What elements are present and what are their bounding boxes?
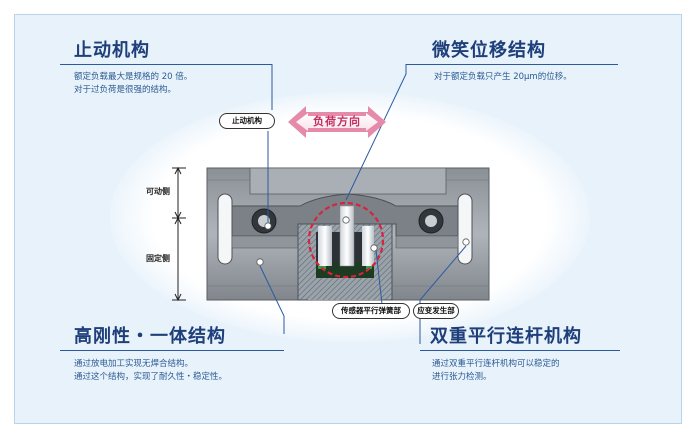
- stop-mechanism-title: 止动机构: [74, 40, 150, 61]
- leader-dots: [256, 216, 470, 266]
- rigidity-rule: [60, 350, 284, 351]
- stop-mechanism-tag: 止动机构: [219, 113, 275, 129]
- rigidity-title: 高刚性・一体结构: [74, 326, 226, 347]
- micro-displacement-highlight: [307, 201, 385, 279]
- sensor-body: [206, 167, 490, 301]
- parallel-link-desc-1: 通过双重平行连杆机构可以稳定的: [432, 359, 560, 369]
- parallel-link-rule: [420, 350, 620, 351]
- micro-displacement-desc-1: 对于额定负载只产生 20μm的位移。: [434, 72, 572, 82]
- micro-displacement-rule: [406, 64, 618, 65]
- leader-lines: [259, 64, 467, 344]
- micro-displacement-title: 微笑位移结构: [432, 40, 546, 61]
- fixed-side-label: 固定侧: [146, 254, 170, 263]
- strain-part-tag: 应变发生部: [413, 303, 459, 319]
- rigidity-desc-2: 通过这个结构，实现了耐久性・稳定性。: [74, 372, 228, 382]
- movable-side-label: 可动侧: [146, 187, 170, 196]
- dimension-lines: [172, 166, 186, 302]
- rigidity-desc-1: 通过放电加工实现无焊合结构。: [74, 359, 194, 369]
- stop-mechanism-desc-1: 额定负载最大是规格的 20 倍。: [74, 72, 193, 82]
- spring-part-tag: 传感器平行弹簧部: [332, 303, 410, 319]
- parallel-link-title: 双重平行连杆机构: [430, 326, 582, 347]
- load-direction-label: 负荷方向: [313, 115, 361, 128]
- stop-mechanism-desc-2: 对于过负荷是很强的结构。: [74, 85, 177, 95]
- stop-mechanism-rule: [60, 64, 272, 65]
- load-direction-arrow-icon: [288, 106, 386, 138]
- parallel-link-desc-2: 进行张力检测。: [432, 372, 492, 382]
